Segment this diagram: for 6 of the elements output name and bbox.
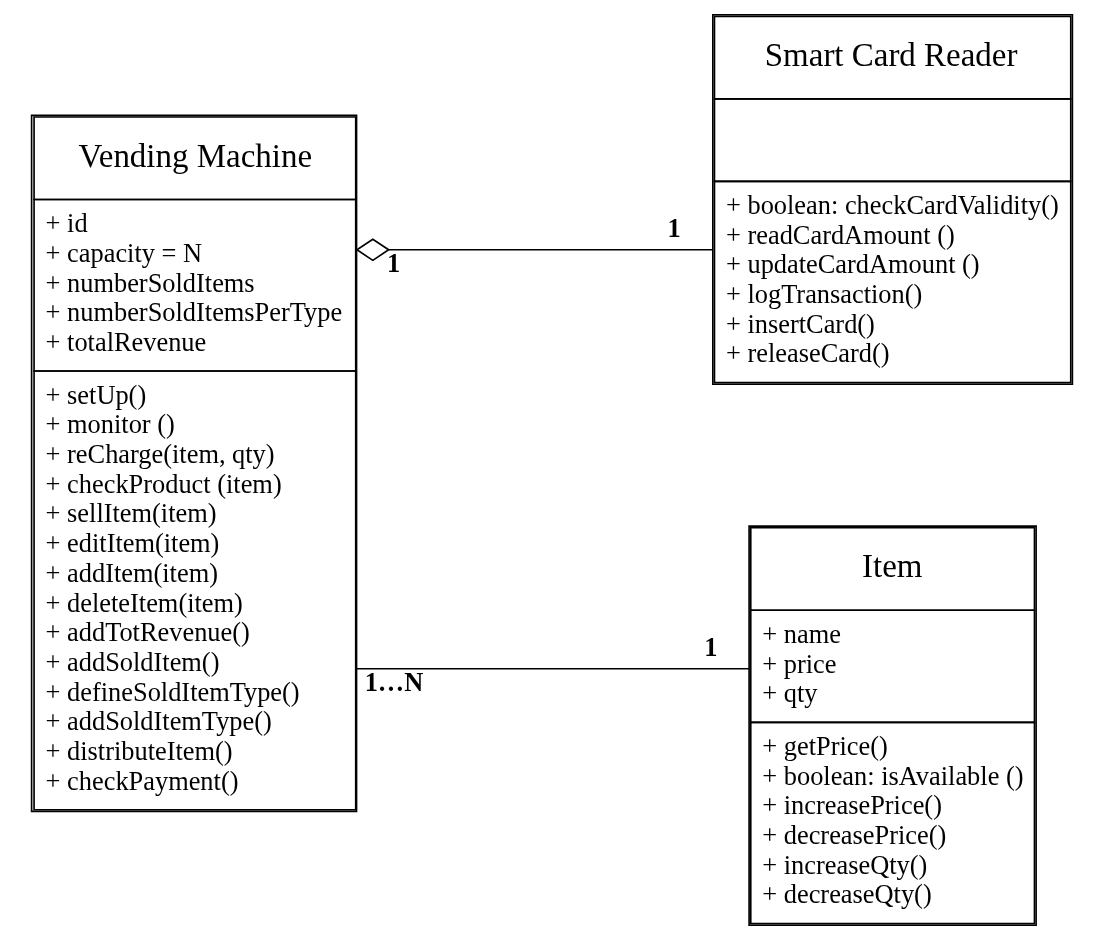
label: 1 [704,631,718,662]
label: 1 [667,212,681,243]
label: 1 [386,247,401,278]
connector [356,667,750,670]
label: 1…N [364,666,424,697]
connector [355,238,714,262]
